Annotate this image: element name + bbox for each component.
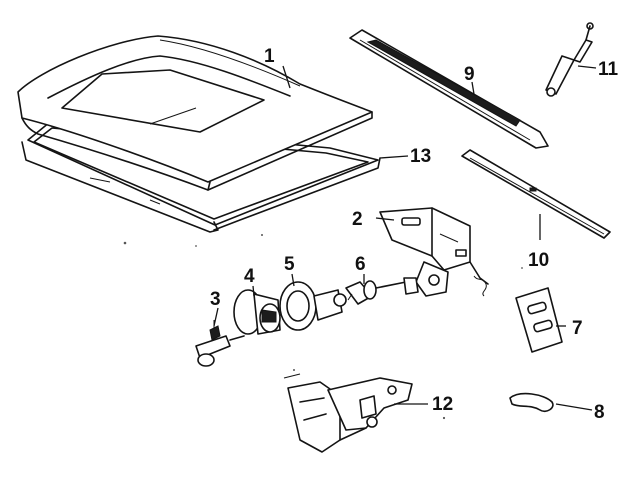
callout-1: 1 — [264, 46, 275, 67]
callout-6: 6 — [355, 254, 366, 275]
callout-labels: 1 2 3 4 5 6 7 8 9 10 11 12 13 — [210, 46, 619, 423]
leader-lines — [213, 65, 597, 411]
callout-3: 3 — [210, 289, 221, 310]
gas-strut — [545, 22, 594, 97]
hinge — [283, 373, 413, 453]
striker-bolt — [345, 277, 419, 305]
trim-strip — [461, 149, 611, 239]
callout-7: 7 — [572, 318, 583, 339]
callout-13: 13 — [410, 146, 431, 167]
key — [195, 320, 245, 367]
callout-2: 2 — [352, 209, 363, 230]
bracket-plate — [515, 287, 563, 353]
callout-12: 12 — [432, 394, 453, 415]
scan-specks — [123, 234, 523, 420]
callout-9: 9 — [464, 64, 475, 85]
weatherstrip — [349, 29, 549, 149]
callout-4: 4 — [244, 266, 255, 287]
clip — [509, 392, 554, 413]
callout-10: 10 — [528, 250, 549, 271]
lock-cylinder — [233, 289, 281, 335]
latch — [379, 207, 489, 297]
hood-panel — [17, 35, 373, 191]
callout-11: 11 — [598, 59, 619, 80]
lock-housing — [279, 281, 347, 331]
callout-5: 5 — [284, 254, 295, 275]
callout-8: 8 — [594, 402, 605, 423]
